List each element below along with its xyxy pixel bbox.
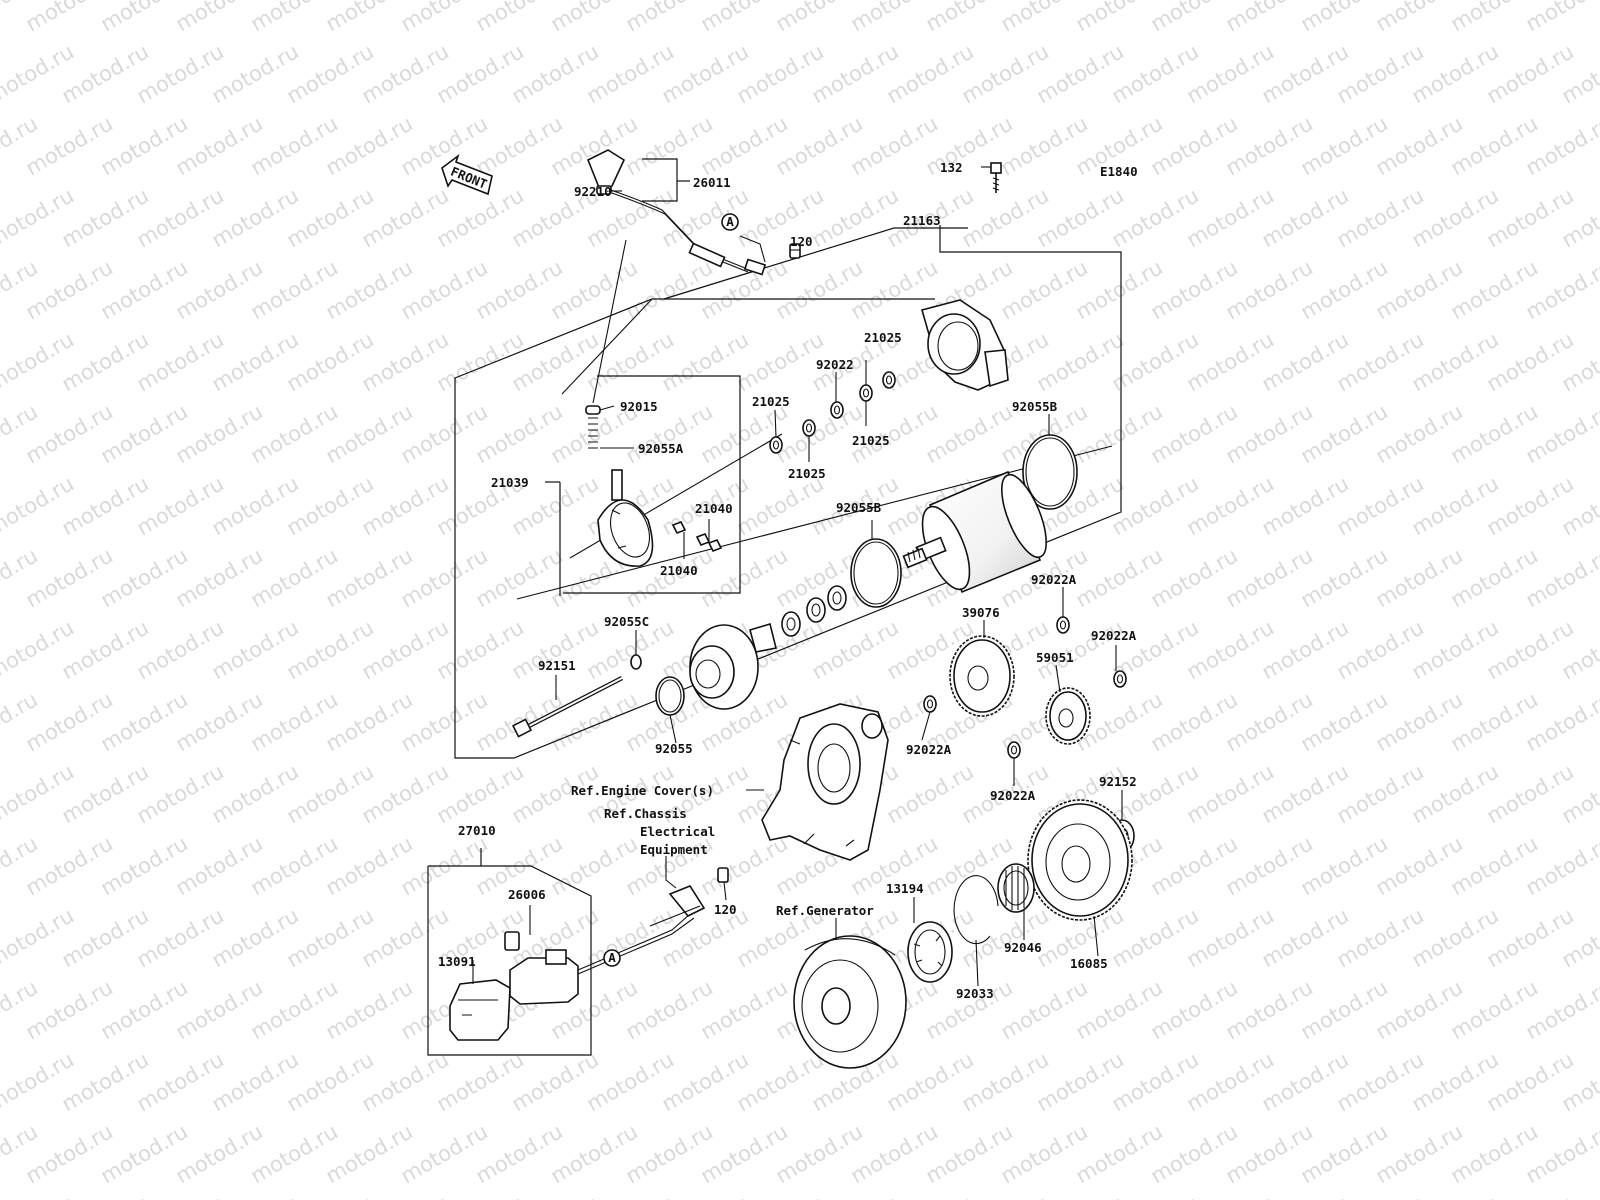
washer-group-middle [749, 585, 847, 653]
watermark-text: motod.ru [508, 1191, 603, 1200]
watermark-text: motod.ru [1108, 1191, 1203, 1200]
watermark-text: motod.ru [1597, 0, 1600, 36]
ref-chassis-label-line2: Electrical [640, 824, 715, 839]
reference-circle-a-bottom-label: A [608, 950, 616, 965]
one-way-clutch-13194 [907, 921, 953, 983]
part-label-21039: 21039 [491, 475, 529, 490]
watermark-text: motod.ru [133, 1191, 228, 1200]
part-label-21025-d: 21025 [788, 466, 826, 481]
part-label-21025-a: 21025 [864, 330, 902, 345]
reference-circle-a-top-label: A [726, 214, 734, 229]
watermark-text: motod.ru [433, 1191, 528, 1200]
o-ring-92055B-right [1022, 434, 1078, 510]
part-label-21025-c: 21025 [852, 433, 890, 448]
assembly-frame-lines [427, 158, 1122, 1056]
watermark-text: motod.ru [283, 1191, 378, 1200]
watermark-text: motod.ru [358, 1191, 453, 1200]
watermark-text: motod.ru [1483, 1191, 1578, 1200]
engine-cover [761, 703, 889, 861]
part-label-92015: 92015 [620, 399, 658, 414]
watermark-text: motod.ru [1033, 1191, 1128, 1200]
generator-rotor [793, 935, 907, 1069]
part-label-92046: 92046 [1004, 940, 1042, 955]
watermark-text: motod.ru [208, 1191, 303, 1200]
o-ring-92055B-left [850, 538, 902, 608]
watermark-text: motod.ru [583, 1191, 678, 1200]
brush-clips-21040 [671, 520, 723, 553]
ref-chassis-label-line3: Equipment [640, 842, 708, 857]
o-ring-92055 [655, 676, 685, 716]
watermark-text: motod.ru [1522, 0, 1600, 36]
watermark-text: motod.ru [658, 1191, 753, 1200]
washer-group-top [769, 371, 896, 454]
needle-bearing-92046 [997, 863, 1035, 913]
part-label-92152: 92152 [1099, 774, 1137, 789]
part-label-92210: 92210 [574, 184, 612, 199]
o-ring-92055C [630, 654, 642, 670]
part-label-92022: 92022 [816, 357, 854, 372]
part-label-92022A-3: 92022A [906, 742, 952, 757]
ref-chassis-label-line1: Ref.Chassis [604, 806, 687, 821]
part-label-92055A: 92055A [638, 441, 684, 456]
part-label-26006: 26006 [508, 887, 546, 902]
part-label-120-top: 120 [790, 234, 813, 249]
part-label-13194: 13194 [886, 881, 924, 896]
watermark-text: motod.ru [958, 1191, 1053, 1200]
watermark-text: motod.ru [58, 1191, 153, 1200]
watermark-text: motod.ru [0, 1191, 78, 1200]
part-label-21163: 21163 [903, 213, 941, 228]
starter-end-cover [689, 624, 759, 710]
watermark-text: motod.ru [1333, 1191, 1428, 1200]
watermark-text: motod.ru [1258, 1191, 1353, 1200]
part-label-16085: 16085 [1070, 956, 1108, 971]
brush-holder-21039 [585, 405, 654, 567]
part-label-92022A-4: 92022A [990, 788, 1036, 803]
part-label-27010: 27010 [458, 823, 496, 838]
fuse-26006 [504, 931, 520, 951]
part-label-92055B-left: 92055B [836, 500, 882, 515]
bolt-132 [990, 162, 1002, 193]
bracket-21163 [921, 299, 1009, 391]
ref-engine-cover-label: Ref.Engine Cover(s) [571, 783, 714, 798]
part-label-92022A-1: 92022A [1031, 572, 1077, 587]
reference-circle-a-bottom: A [603, 949, 621, 967]
through-bolt-92151 [511, 676, 624, 738]
circlip-92033 [953, 875, 999, 945]
part-number-labels: E1840 132 21163 26011 92210 120 21025 92… [438, 160, 1138, 1001]
watermark-text: motod.ru [1183, 1191, 1278, 1200]
part-label-39076: 39076 [962, 605, 1000, 620]
part-label-92055B-right: 92055B [1012, 399, 1058, 414]
part-label-21040-b: 21040 [660, 563, 698, 578]
part-label-132: 132 [940, 160, 963, 175]
watermark-text: motod.ru [1408, 1191, 1503, 1200]
part-label-92151: 92151 [538, 658, 576, 673]
part-label-26011: 26011 [693, 175, 731, 190]
part-label-120-bottom: 120 [714, 902, 737, 917]
part-label-13091: 13091 [438, 954, 476, 969]
watermark-text: motod.ru [883, 1191, 978, 1200]
ref-generator-label: Ref.Generator [776, 903, 874, 918]
washers-92022A [923, 616, 1127, 759]
reference-circle-a-top: A [721, 213, 739, 231]
part-label-59051: 59051 [1036, 650, 1074, 665]
starter-clutch-gear-16085 [1027, 799, 1133, 921]
part-label-21025-b: 21025 [752, 394, 790, 409]
relay-13091 [449, 979, 511, 1041]
part-label-92055: 92055 [655, 741, 693, 756]
starter-motor [902, 470, 1047, 594]
watermark-text: motod.ru [733, 1191, 828, 1200]
label-leader-lines [472, 166, 1123, 987]
part-label-92033: 92033 [956, 986, 994, 1001]
idle-gear-39076 [949, 635, 1015, 717]
idle-gear-59051 [1045, 687, 1091, 745]
part-label-21040-a: 21040 [695, 501, 733, 516]
diagram-id: E1840 [1100, 164, 1138, 179]
clip-92210 [596, 185, 612, 195]
watermark-text: motod.ru [808, 1191, 903, 1200]
part-label-92055C: 92055C [604, 614, 649, 629]
part-label-92022A-2: 92022A [1091, 628, 1137, 643]
starter-relay-27010 [509, 949, 579, 1005]
